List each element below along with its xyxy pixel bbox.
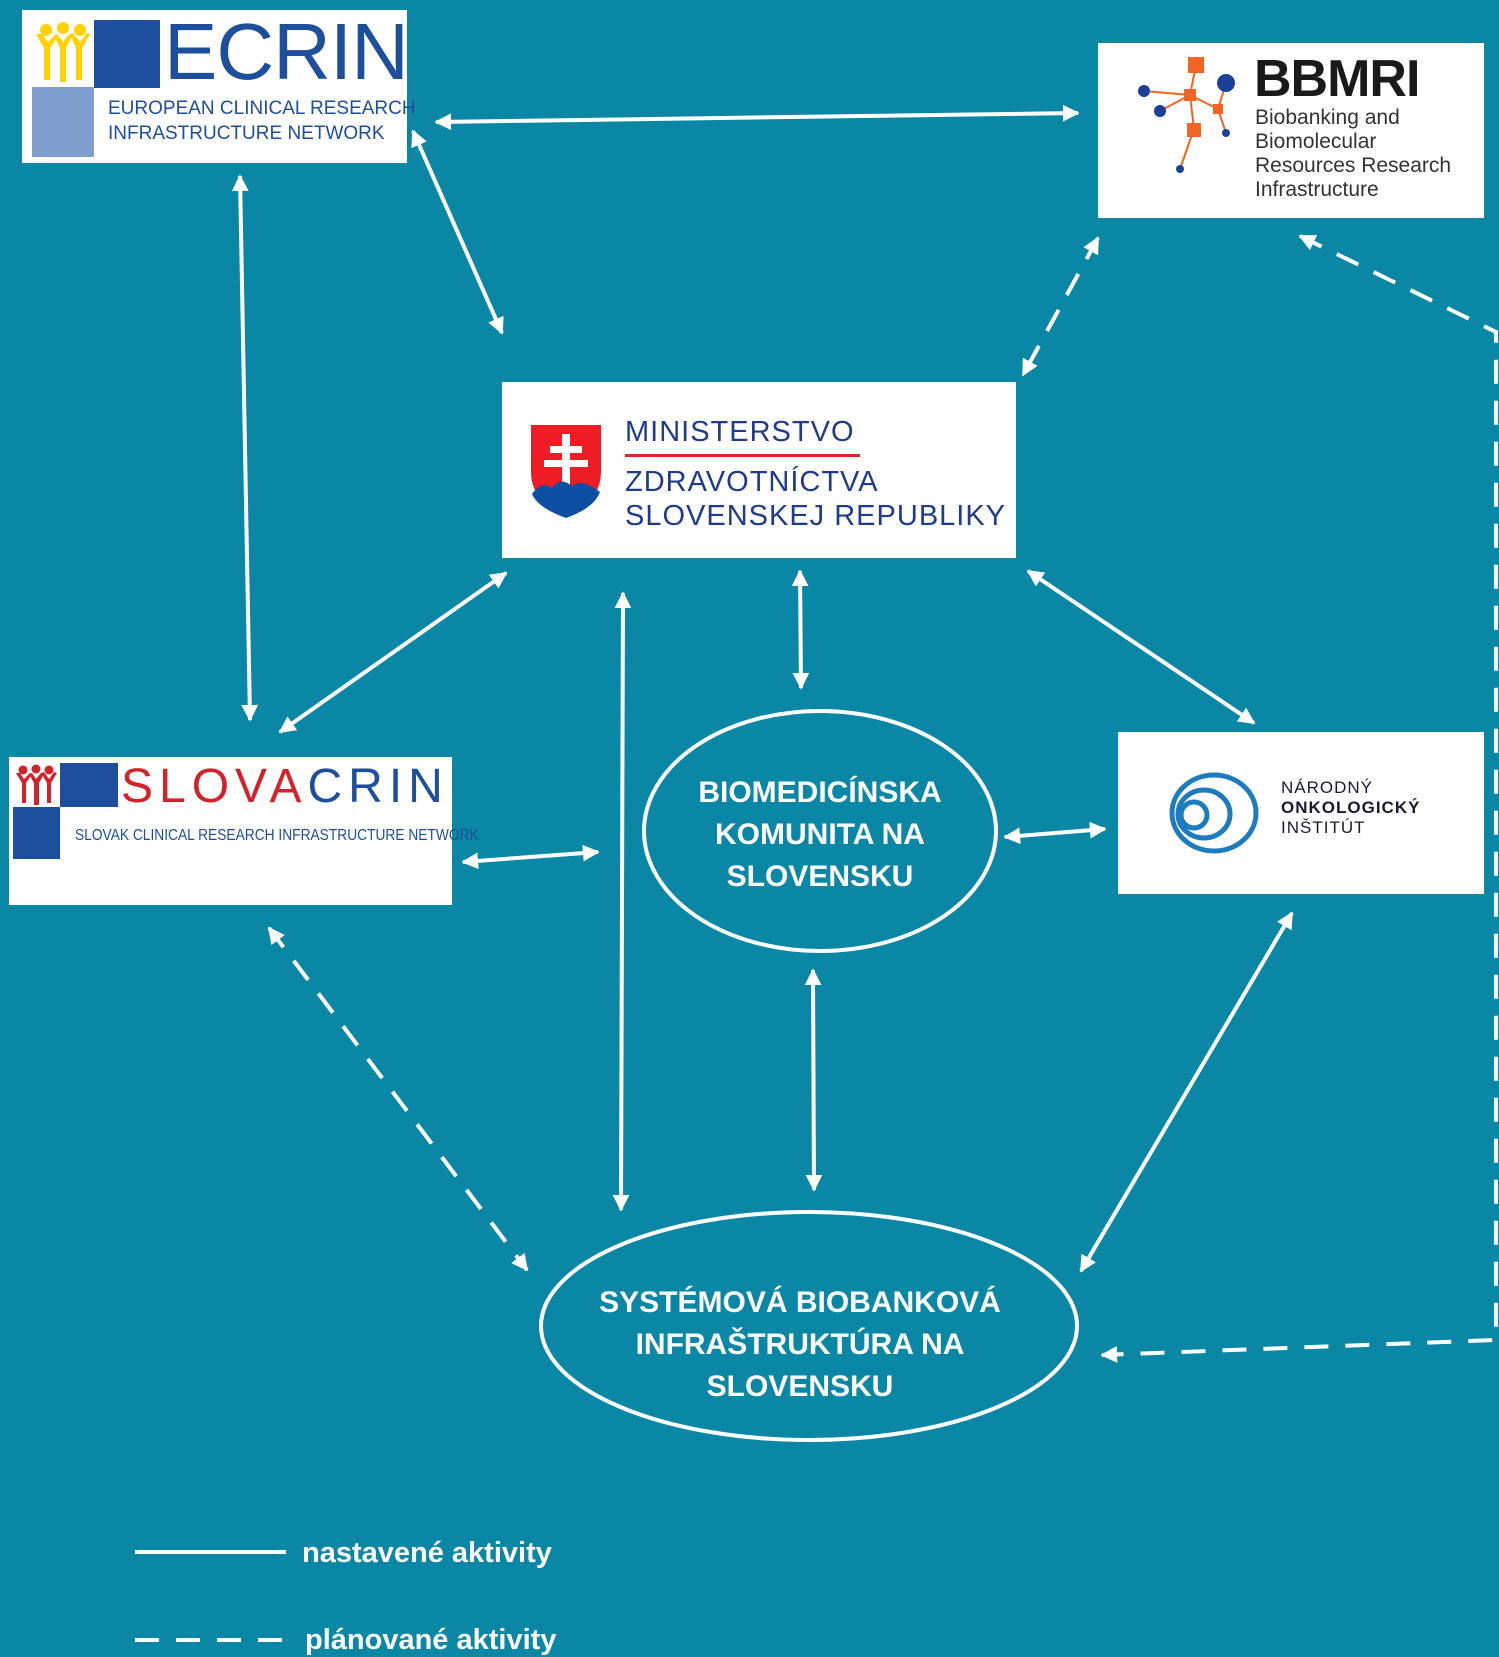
slovacrin-logo: SLOVACRIN SLOVAK CLINICAL RESEARCH INFRA…: [9, 757, 479, 905]
link-ministry-infrastructure: [612, 591, 632, 1212]
slovacrin-title-red: SLOVA: [121, 760, 308, 813]
link-ecrin-slovacrin: [231, 174, 259, 722]
community-line3: SLOVENSKU: [726, 860, 914, 893]
bbmri-title: BBMRI: [1254, 50, 1420, 108]
nci-line1: NÁRODNÝ: [1281, 778, 1374, 797]
slovacrin-square-dark-icon: [60, 763, 118, 807]
infrastructure-node: [539, 1210, 1079, 1442]
community-line1: BIOMEDICÍNSKA: [698, 776, 942, 809]
community-node: [642, 709, 998, 953]
bbmri-line1: Biobanking and: [1255, 106, 1400, 129]
infrastructure-line2: INFRAŠTRUKTÚRA NA: [635, 1328, 965, 1361]
bbmri-line2: Biomolecular: [1255, 130, 1377, 153]
bbmri-logo: BBMRI Biobanking and Biomolecular Resour…: [1098, 43, 1484, 218]
link-community-infrastructure: [804, 968, 823, 1192]
link-slovacrin-community: [461, 844, 600, 870]
link-community-nci: [1003, 821, 1107, 845]
nci-line3: INŠTITÚT: [1281, 818, 1366, 837]
nci-circles-icon: [1166, 768, 1266, 858]
planned-link-slovacrin-infrastructure: [267, 926, 529, 1272]
infrastructure-line1: SYSTÉMOVÁ BIOBANKOVÁ: [599, 1286, 1001, 1319]
link-ecrin-ministry: [411, 129, 504, 335]
ministry-logo: MINISTERSTVO ZDRAVOTNÍCTVA SLOVENSKEJ RE…: [502, 382, 1016, 558]
legend-solid-label: nastavené aktivity: [302, 1537, 552, 1569]
planned-link-bbmri-ministry: [1021, 236, 1100, 377]
ministry-line2: ZDRAVOTNÍCTVA: [625, 466, 879, 498]
ecrin-square-dark-icon: [94, 20, 160, 88]
link-ministry-slovacrin: [278, 571, 508, 734]
ministry-line1: MINISTERSTVO: [625, 416, 855, 448]
community-line2: KOMUNITA NA: [715, 818, 925, 851]
ecrin-subtitle-line2: INFRASTRUCTURE NETWORK: [108, 123, 385, 144]
link-nci-infrastructure: [1079, 911, 1294, 1273]
nci-line2: ONKOLOGICKÝ: [1281, 798, 1421, 817]
link-ecrin-bbmri: [434, 104, 1080, 131]
infrastructure-label: SYSTÉMOVÁ BIOBANKOVÁ INFRAŠTRUKTÚRA NA S…: [560, 1282, 1040, 1408]
community-label: BIOMEDICÍNSKA KOMUNITA NA SLOVENSKU: [644, 772, 996, 898]
slovacrin-title: SLOVACRIN: [121, 759, 449, 815]
slovacrin-people-icon: [13, 763, 60, 807]
ecrin-people-icon: [32, 20, 94, 87]
slovacrin-square-light-icon: [13, 807, 60, 859]
slovacrin-subtitle: SLOVAK CLINICAL RESEARCH INFRASTRUCTURE …: [75, 827, 479, 844]
ministry-divider: [625, 454, 860, 457]
ecrin-square-light-icon: [32, 87, 94, 157]
legend-dashed-label: plánované aktivity: [305, 1624, 557, 1656]
infrastructure-line3: SLOVENSKU: [706, 1370, 894, 1403]
ministry-line3: SLOVENSKEJ REPUBLIKY: [625, 500, 1007, 532]
link-ministry-community: [791, 569, 810, 690]
ecrin-subtitle-line1: EUROPEAN CLINICAL RESEARCH: [108, 98, 416, 119]
ecrin-logo: ECRIN EUROPEAN CLINICAL RESEARCH INFRAST…: [22, 7, 416, 163]
slovacrin-title-blue: CRIN: [307, 760, 449, 813]
bbmri-line4: Infrastructure: [1255, 178, 1379, 201]
bbmri-line3: Resources Research: [1255, 154, 1452, 177]
slovak-coat-of-arms-icon: [528, 422, 604, 520]
ecrin-title: ECRIN: [164, 7, 409, 96]
link-ministry-nci: [1026, 569, 1256, 725]
molecule-icon: [1134, 57, 1238, 177]
nci-logo: NÁRODNÝ ONKOLOGICKÝ INŠTITÚT: [1118, 732, 1484, 894]
